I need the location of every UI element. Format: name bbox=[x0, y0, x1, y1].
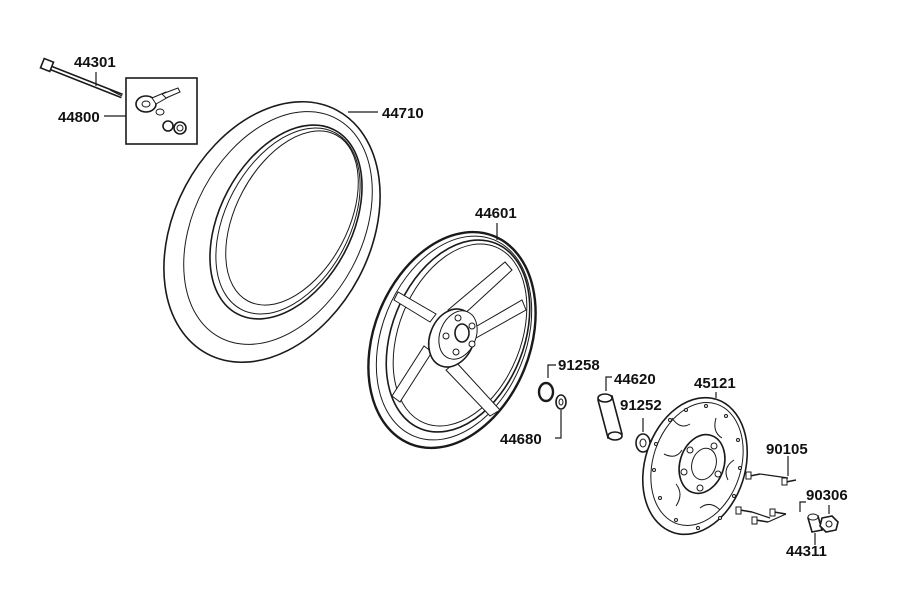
label-44620: 44620 bbox=[614, 371, 656, 388]
wheel-rim bbox=[367, 230, 537, 450]
label-91252: 91252 bbox=[620, 397, 662, 414]
label-44680: 44680 bbox=[500, 431, 542, 448]
speedometer-gear-kit bbox=[125, 77, 198, 145]
disc-bolts bbox=[735, 471, 797, 525]
side-collar bbox=[555, 394, 567, 410]
distance-collar bbox=[597, 393, 623, 441]
label-44311: 44311 bbox=[786, 543, 827, 560]
label-44601: 44601 bbox=[475, 205, 517, 222]
axle-collar bbox=[806, 513, 824, 533]
label-90105: 90105 bbox=[766, 441, 808, 458]
axle-shaft bbox=[39, 57, 123, 99]
label-91258: 91258 bbox=[558, 357, 600, 374]
leader-lines bbox=[95, 72, 830, 545]
tire bbox=[163, 100, 381, 364]
label-90306: 90306 bbox=[806, 487, 848, 504]
label-44800: 44800 bbox=[58, 109, 100, 126]
label-44710: 44710 bbox=[382, 105, 424, 122]
label-44301: 44301 bbox=[74, 54, 116, 71]
brake-disc bbox=[641, 396, 749, 536]
oil-seal-ring bbox=[537, 381, 555, 403]
label-45121: 45121 bbox=[694, 375, 736, 392]
axle-nut bbox=[819, 515, 839, 533]
